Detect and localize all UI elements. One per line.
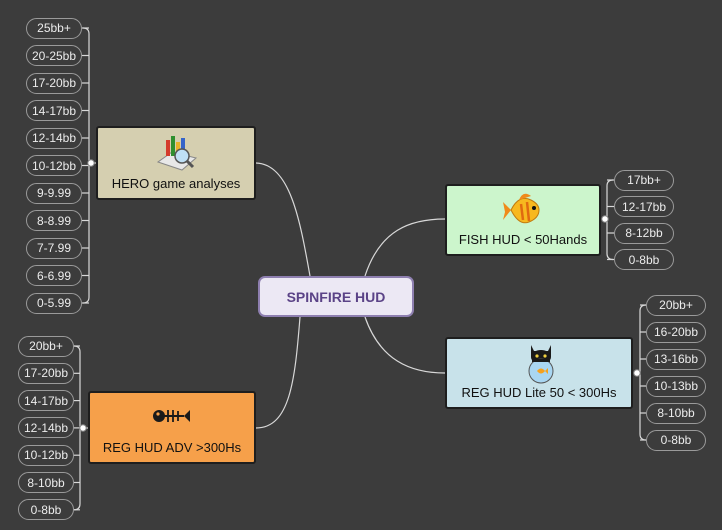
subtopic-pill[interactable]: 14-17bb [18, 390, 74, 412]
topic-reg-hud-adv[interactable]: REG HUD ADV >300Hs [88, 391, 256, 464]
subtopic-pill[interactable]: 6-6.99 [26, 265, 82, 286]
subtopic-pill[interactable]: 9-9.99 [26, 182, 82, 204]
subtopic-pill[interactable]: 8-10bb [18, 472, 74, 493]
subtopic-pill[interactable]: 0-8bb [646, 429, 706, 451]
subtopic-pill[interactable]: 12-14bb [18, 417, 74, 439]
collapse-toggle[interactable] [79, 424, 87, 432]
collapse-toggle[interactable] [87, 159, 95, 167]
subtopic-pill[interactable]: 12-17bb [614, 196, 674, 217]
central-topic[interactable]: SPINFIRE HUD [258, 276, 414, 317]
subtopic-pill[interactable]: 10-13bb [646, 375, 706, 397]
topic-fish-hud[interactable]: FISH HUD < 50Hands [445, 184, 601, 256]
topic-label: FISH HUD < 50Hands [458, 232, 588, 247]
subtopic-pill[interactable]: 17-20bb [18, 362, 74, 384]
subtopic-pill[interactable]: 0-5.99 [26, 292, 82, 314]
subtopic-pill[interactable]: 20bb+ [18, 335, 74, 357]
subtopic-pill[interactable]: 8-12bb [614, 222, 674, 244]
collapse-toggle[interactable] [601, 215, 609, 223]
fish-skeleton-icon [153, 410, 190, 422]
subtopic-pill[interactable]: 0-8bb [614, 249, 674, 270]
topic-label: HERO game analyses [111, 176, 241, 191]
connector-center-reg-lite [364, 316, 446, 374]
connector-center-hero [255, 162, 311, 277]
central-topic-label: SPINFIRE HUD [286, 288, 386, 305]
subtopic-pill[interactable]: 13-16bb [646, 348, 706, 370]
subtopic-pill[interactable]: 12-14bb [26, 127, 82, 149]
connector-center-reg-adv [255, 316, 301, 429]
subtopic-pill[interactable]: 10-12bb [18, 444, 74, 466]
subtopic-pill[interactable]: 20bb+ [646, 294, 706, 316]
topic-hero-game-analyses[interactable]: HERO game analyses [96, 126, 256, 200]
connector-trunk [639, 304, 647, 441]
subtopic-pill[interactable]: 16-20bb [646, 321, 706, 343]
subtopic-pill[interactable]: 25bb+ [26, 17, 82, 39]
connector-center-fish [364, 218, 446, 277]
subtopic-pill[interactable]: 17-20bb [26, 72, 82, 94]
subtopic-pill[interactable]: 14-17bb [26, 100, 82, 121]
subtopic-pill[interactable]: 8-10bb [646, 402, 706, 424]
topic-label: REG HUD Lite 50 < 300Hs [461, 385, 617, 400]
subtopic-pill[interactable]: 10-12bb [26, 155, 82, 176]
subtopic-pill[interactable]: 20-25bb [26, 45, 82, 66]
topic-label: REG HUD ADV >300Hs [102, 440, 242, 455]
subtopic-pill[interactable]: 8-8.99 [26, 210, 82, 231]
analysis-chart-icon [156, 136, 198, 171]
subtopic-pill[interactable]: 17bb+ [614, 169, 674, 191]
subtopic-pill[interactable]: 0-8bb [18, 499, 74, 521]
topic-reg-hud-lite[interactable]: REG HUD Lite 50 < 300Hs [445, 337, 633, 409]
cat-fishbowl-icon [528, 345, 554, 384]
goldfish-icon [503, 193, 540, 224]
collapse-toggle[interactable] [633, 369, 641, 377]
subtopic-pill[interactable]: 7-7.99 [26, 237, 82, 259]
